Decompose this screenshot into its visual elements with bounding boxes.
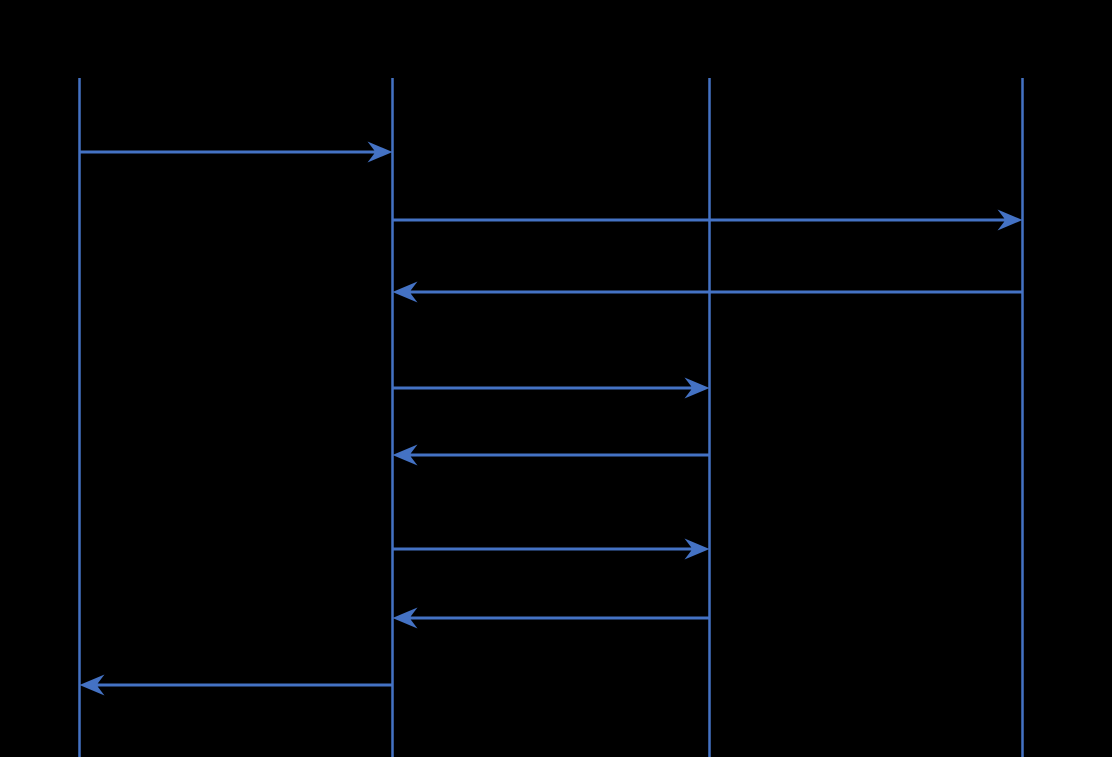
arrowhead-icon	[684, 538, 710, 560]
arrowhead-icon	[997, 209, 1023, 231]
arrowhead-icon	[392, 444, 418, 466]
message-arrow-1	[79, 141, 393, 163]
arrowhead-icon	[392, 281, 418, 303]
message-arrow-6	[392, 538, 710, 560]
message-arrow-2	[392, 209, 1023, 231]
message-arrow-8	[79, 674, 393, 696]
arrowhead-icon	[79, 674, 105, 696]
arrowhead-icon	[684, 377, 710, 399]
arrowhead-icon	[392, 607, 418, 629]
arrowhead-icon	[367, 141, 393, 163]
message-arrow-7	[392, 607, 710, 629]
message-arrow-4	[392, 377, 710, 399]
message-arrow-5	[392, 444, 710, 466]
message-arrow-3	[392, 281, 1023, 303]
